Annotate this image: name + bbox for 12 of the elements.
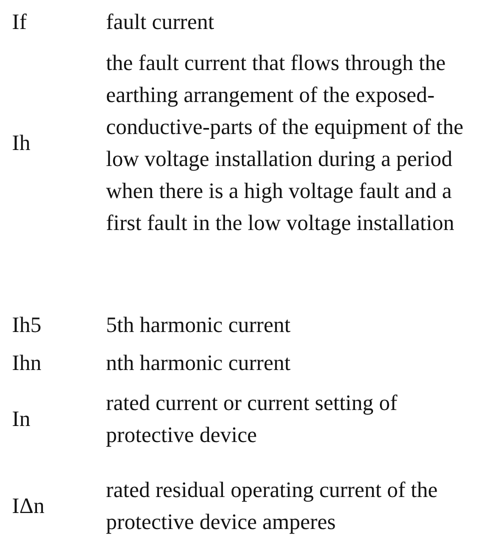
definition-text: nth harmonic current bbox=[106, 349, 292, 377]
definition-text: the fault current that flows through the earthing arrangement of the exposed-conductive-parts of the equipment of the low voltage installation during a period when there is a high voltage fault and a first fault in the low voltage installation bbox=[106, 49, 464, 237]
definition-text: 5th harmonic current bbox=[106, 311, 292, 339]
symbol-text: Ih bbox=[12, 129, 30, 157]
symbol-text: IΔn bbox=[12, 492, 44, 520]
definition-text: rated current or current setting of protective device bbox=[106, 389, 398, 449]
symbol-text: Ihn bbox=[12, 349, 42, 377]
symbol-text: In bbox=[12, 405, 30, 433]
definition-text: fault current bbox=[106, 8, 216, 36]
definition-text: rated residual operating current of the protective device amperes bbox=[106, 476, 439, 536]
symbol-text: Ih5 bbox=[12, 311, 42, 339]
symbol-text: If bbox=[12, 8, 27, 36]
